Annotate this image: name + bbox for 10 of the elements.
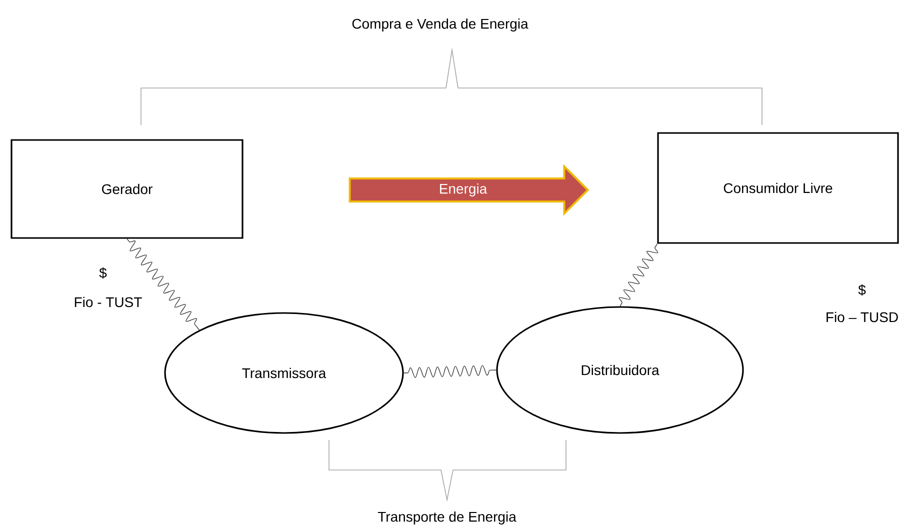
wavy-line: [126, 238, 200, 330]
process-box: Gerador: [10, 139, 244, 239]
label-text: Fio – TUSD: [826, 312, 898, 322]
process-box: Consumidor Livre: [657, 132, 899, 244]
label-text: Transporte de Energia: [378, 511, 516, 525]
label-text: $: [99, 267, 107, 279]
label-text: $: [858, 284, 866, 296]
label-text: Compra e Venda de Energia: [352, 18, 528, 32]
label-text: Fio - TUST: [74, 296, 142, 308]
wavy-line: [403, 365, 497, 378]
